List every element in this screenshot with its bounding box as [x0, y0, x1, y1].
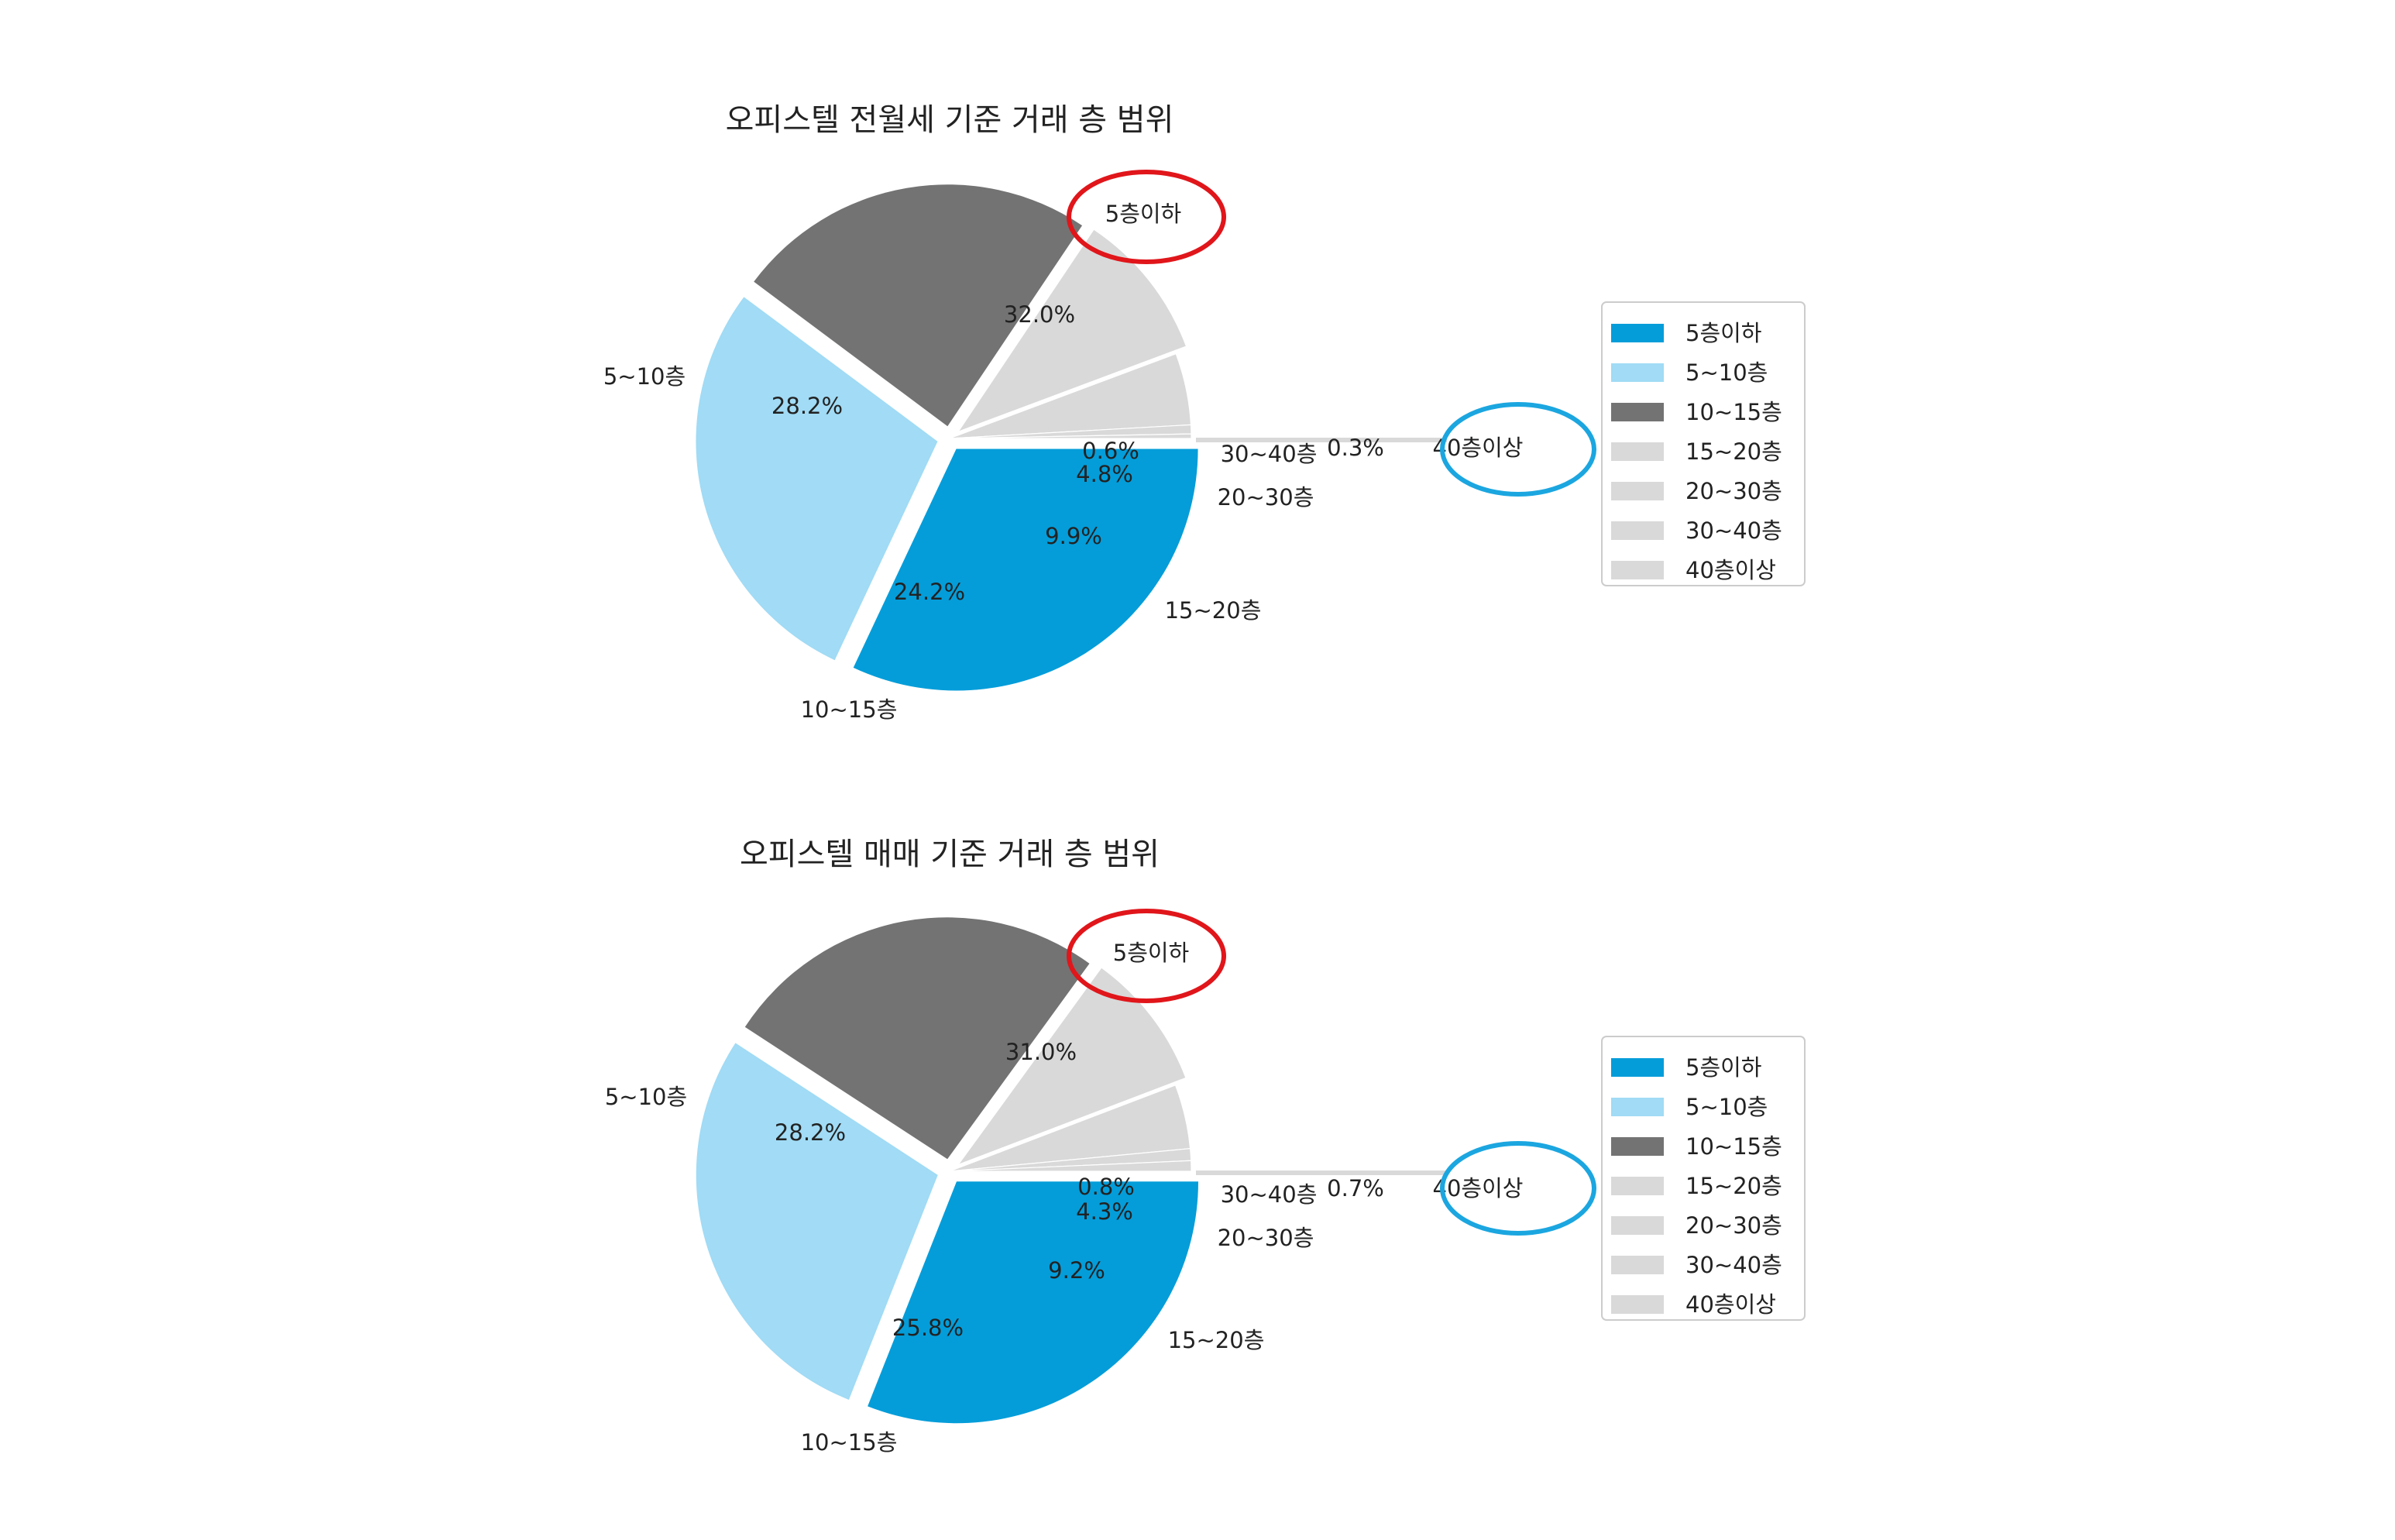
- pie-slice-15-to-20: [959, 968, 1186, 1164]
- pie-slice-5-to-10: [696, 1043, 938, 1400]
- slice-label-40above: 40층이상: [1433, 1175, 1524, 1201]
- legend-swatch-30-to-40: [1611, 521, 1664, 540]
- slice-label-15-to-20: 15~20층: [1165, 597, 1262, 624]
- pie-slice-5-to-10: [696, 297, 938, 661]
- slice-label-40above: 40층이상: [1433, 435, 1524, 461]
- slice-value-30-to-40: 0.8%: [1077, 1174, 1135, 1200]
- chart-title: 오피스텔 매매 기준 거래 층 범위: [740, 837, 1160, 872]
- slice-value-20-to-30: 4.3%: [1076, 1198, 1133, 1225]
- legend-swatch-15-to-20: [1611, 1177, 1664, 1195]
- slice-label-15-to-20: 15~20층: [1168, 1327, 1265, 1353]
- slice-value-40above: 0.7%: [1327, 1175, 1384, 1201]
- pie-slice-5below: [868, 1181, 1198, 1424]
- slice-value-20-to-30: 4.8%: [1076, 461, 1133, 487]
- slice-value-5-to-10: 28.2%: [775, 1119, 846, 1146]
- legend-swatch-15-to-20: [1611, 442, 1664, 461]
- legend-label-20-to-30: 20~30층: [1685, 478, 1782, 504]
- chart-title: 오피스텔 전월세 기준 거래 층 범위: [726, 102, 1174, 138]
- slice-value-5below: 31.0%: [1005, 1039, 1077, 1065]
- slice-value-5-to-10: 28.2%: [771, 393, 843, 419]
- slice-value-30-to-40: 0.6%: [1082, 438, 1139, 464]
- slice-label-5-to-10: 5~10층: [603, 363, 686, 390]
- legend-label-30-to-40: 30~40층: [1685, 1252, 1782, 1278]
- slice-value-40above: 0.3%: [1327, 435, 1384, 461]
- legend-swatch-20-to-30: [1611, 1216, 1664, 1235]
- legend-label-15-to-20: 15~20층: [1685, 1173, 1782, 1199]
- slice-value-10-to-15: 25.8%: [892, 1315, 964, 1341]
- highlight-ellipse-below-5: [1067, 170, 1226, 264]
- legend-label-5below: 5층이하: [1685, 1054, 1762, 1081]
- pie-chart-rent: 오피스텔 전월세 기준 거래 층 범위 5층이하 5~10층 10~15층 15~20층…: [603, 102, 1806, 723]
- slice-value-15-to-20: 9.2%: [1048, 1257, 1105, 1284]
- slice-label-10-to-15: 10~15층: [801, 1429, 898, 1456]
- pie-slice-10-to-15: [744, 917, 1090, 1160]
- pie-slice-10-to-15: [754, 184, 1083, 427]
- legend-label-40above: 40층이상: [1685, 557, 1776, 583]
- legend: 5층이하 5~10층 10~15층 15~20층 20~30층 30~40층 40층이상: [1601, 1036, 1806, 1321]
- slice-label-20-to-30: 20~30층: [1218, 1225, 1314, 1251]
- highlight-ellipse-above-40: [1440, 402, 1596, 497]
- legend-swatch-20-to-30: [1611, 482, 1664, 500]
- legend-label-30-to-40: 30~40층: [1685, 517, 1782, 544]
- legend-label-5below: 5층이하: [1685, 320, 1762, 346]
- slice-label-30-to-40: 30~40층: [1221, 441, 1318, 467]
- legend-label-5-to-10: 5~10층: [1685, 1094, 1768, 1120]
- slice-value-5below: 32.0%: [1004, 301, 1075, 328]
- highlight-ellipse-below-5: [1067, 909, 1226, 1003]
- pie-chart-sale: 오피스텔 매매 기준 거래 층 범위 5층이하 5~10층 10~15층 15~20층 2…: [605, 837, 1806, 1456]
- legend-swatch-30-to-40: [1611, 1256, 1664, 1274]
- legend-label-10-to-15: 10~15층: [1685, 1133, 1782, 1160]
- legend: 5층이하 5~10층 10~15층 15~20층 20~30층 30~40층 40층이상: [1601, 301, 1806, 586]
- legend-label-10-to-15: 10~15층: [1685, 399, 1782, 425]
- legend-label-5-to-10: 5~10층: [1685, 359, 1768, 386]
- legend-swatch-5-to-10: [1611, 363, 1664, 382]
- pie-slice-5below: [853, 449, 1198, 691]
- highlight-ellipse-above-40: [1440, 1141, 1596, 1236]
- legend-swatch-5below: [1611, 1058, 1664, 1077]
- legend-swatch-40above: [1611, 1295, 1664, 1314]
- pie-slice-40above: [949, 1160, 1192, 1172]
- slice-label-10-to-15: 10~15층: [801, 696, 898, 723]
- legend-swatch-10-to-15: [1611, 1137, 1664, 1156]
- pie-slice-40above: [949, 433, 1192, 439]
- legend-label-15-to-20: 15~20층: [1685, 438, 1782, 465]
- slice-label-5below: 5층이하: [1113, 940, 1190, 966]
- legend-swatch-5below: [1611, 324, 1664, 342]
- legend-label-40above: 40층이상: [1685, 1291, 1776, 1318]
- legend-label-20-to-30: 20~30층: [1685, 1212, 1782, 1239]
- slice-label-5below: 5층이하: [1105, 201, 1182, 227]
- slice-label-5-to-10: 5~10층: [605, 1084, 687, 1110]
- legend-swatch-5-to-10: [1611, 1098, 1664, 1116]
- pie-slice-15-to-20: [959, 229, 1186, 431]
- slice-label-30-to-40: 30~40층: [1221, 1181, 1318, 1208]
- slice-value-15-to-20: 9.9%: [1045, 523, 1102, 549]
- slice-label-20-to-30: 20~30층: [1218, 484, 1314, 510]
- legend-swatch-10-to-15: [1611, 403, 1664, 421]
- slice-value-10-to-15: 24.2%: [894, 579, 965, 605]
- legend-swatch-40above: [1611, 561, 1664, 579]
